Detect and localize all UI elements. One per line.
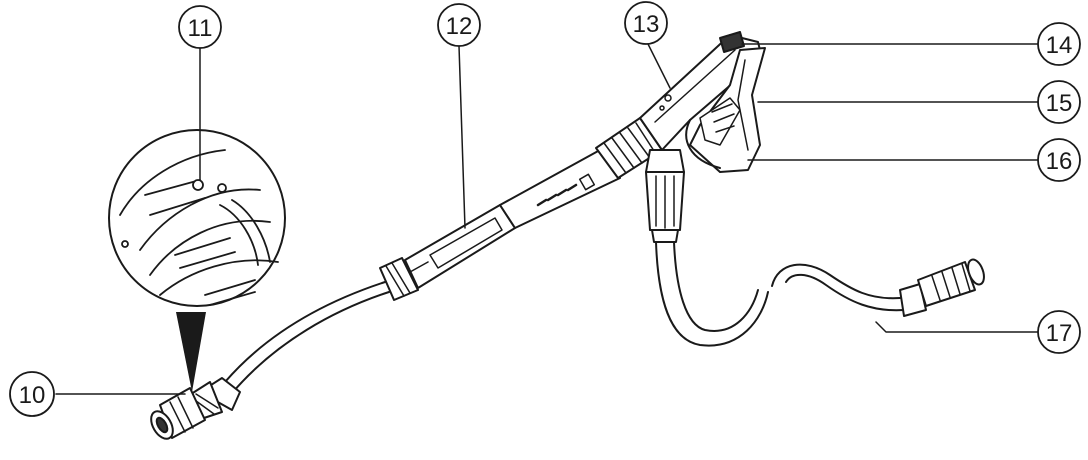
callout-11-label: 11	[188, 15, 213, 42]
leader-lines	[55, 43, 1039, 395]
callout-10-label: 10	[19, 382, 46, 409]
callout-17-label: 17	[1046, 320, 1073, 347]
callout-16: 16	[1037, 138, 1081, 182]
callout-13-label: 13	[633, 11, 660, 38]
spray-wand	[379, 117, 663, 301]
inlet-hose	[655, 241, 985, 347]
callout-10: 10	[9, 371, 55, 417]
high-pressure-hose	[224, 281, 390, 393]
detail-magnifier	[108, 129, 286, 392]
callout-14: 14	[1037, 22, 1081, 66]
leader-17	[875, 321, 1039, 333]
callout-17: 17	[1037, 310, 1081, 354]
callout-15: 15	[1037, 80, 1081, 124]
callout-11: 11	[178, 5, 222, 49]
callout-14-label: 14	[1046, 32, 1073, 59]
callout-16-label: 16	[1046, 148, 1073, 175]
nozzle-coupling	[150, 377, 241, 440]
callout-15-label: 15	[1046, 90, 1073, 117]
trigger-gun	[639, 31, 766, 243]
callout-13: 13	[624, 1, 668, 45]
leader-12	[458, 45, 466, 229]
magnifier-pointer	[176, 312, 206, 392]
callout-12: 12	[437, 3, 481, 47]
callout-12-label: 12	[446, 13, 473, 40]
leader-13	[647, 43, 671, 89]
